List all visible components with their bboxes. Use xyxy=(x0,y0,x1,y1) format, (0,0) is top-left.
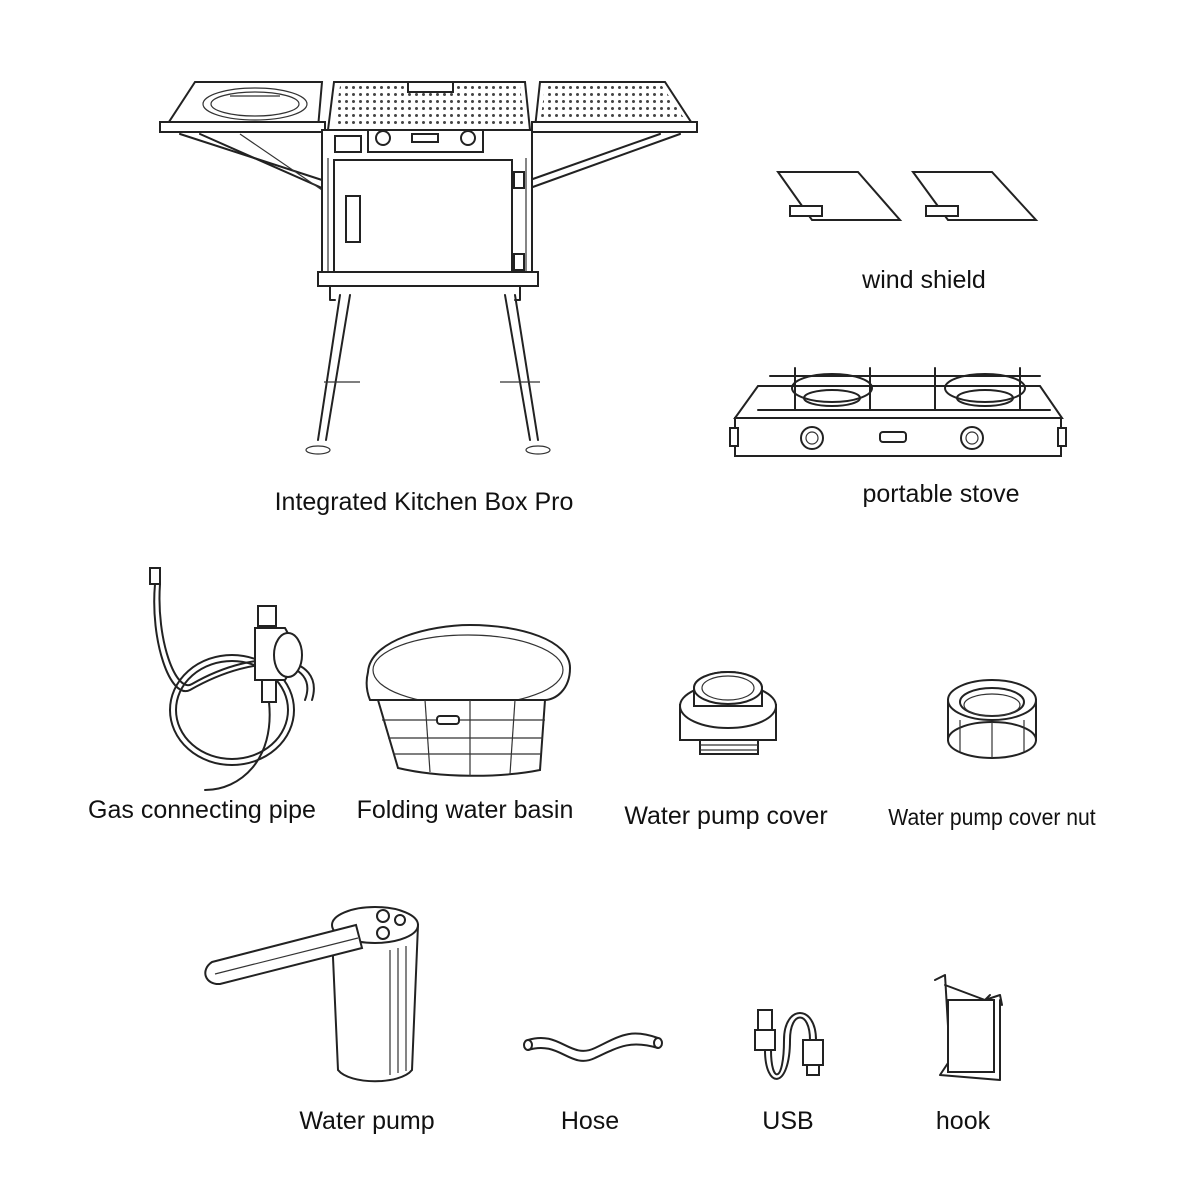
label-wind-shield: wind shield xyxy=(862,266,986,294)
label-hose: Hose xyxy=(560,1107,620,1135)
pump-cover-nut-illustration xyxy=(947,679,1037,759)
label-gas-pipe: Gas connecting pipe xyxy=(88,796,316,824)
wind-shield-illustration xyxy=(776,171,1039,221)
label-portable-stove: portable stove xyxy=(862,480,1020,508)
label-water-pump: Water pump xyxy=(299,1107,435,1135)
label-pump-cover: Water pump cover xyxy=(624,802,828,830)
label-usb: USB xyxy=(762,1107,814,1135)
water-pump-illustration xyxy=(204,906,420,1083)
label-kitchen-box: Integrated Kitchen Box Pro xyxy=(274,488,574,516)
water-basin-illustration xyxy=(365,623,572,777)
hose-illustration xyxy=(523,1032,663,1062)
usb-illustration xyxy=(754,1009,824,1080)
kitchen-box-illustration xyxy=(159,81,698,455)
label-water-basin: Folding water basin xyxy=(356,796,574,824)
label-hook: hook xyxy=(935,1107,991,1135)
pump-cover-illustration xyxy=(679,671,777,755)
gas-pipe-illustration xyxy=(149,567,315,791)
label-pump-cover-nut: Water pump cover nut xyxy=(888,804,1096,830)
hook-illustration xyxy=(934,974,1003,1081)
portable-stove-illustration xyxy=(729,367,1067,457)
